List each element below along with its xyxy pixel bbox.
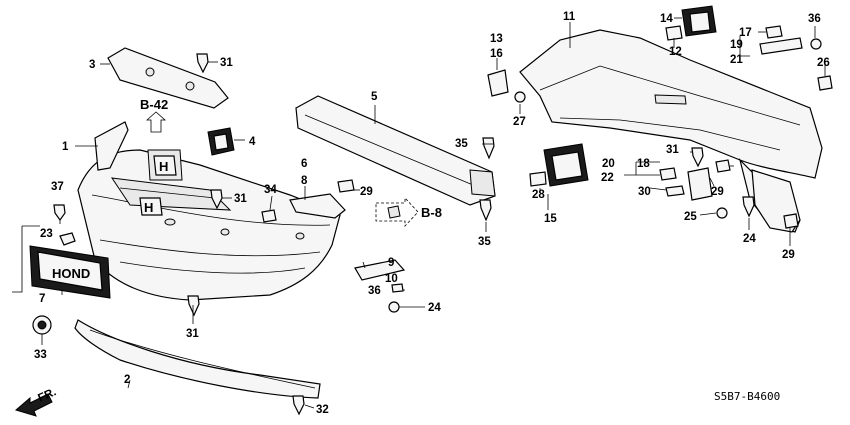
- callout-29-rear: 29: [782, 249, 795, 261]
- callout-31-mid: 31: [234, 193, 247, 205]
- callout-29-mid: 29: [711, 186, 724, 198]
- callout-4: 4: [249, 136, 256, 148]
- part-27: [514, 91, 526, 103]
- front-direction-label: FR.: [36, 386, 58, 404]
- callout-21: 21: [730, 54, 743, 66]
- front-emblem: H: [147, 149, 183, 181]
- callout-2: 2: [124, 374, 130, 386]
- callout-19: 19: [730, 39, 743, 51]
- rear-bracket-cluster: [687, 167, 713, 201]
- b8-arrow-icon: [375, 196, 419, 228]
- reference-b8: B-8: [421, 205, 442, 220]
- callout-13: 13: [490, 33, 503, 45]
- callout-10: 10: [385, 273, 398, 285]
- callout-25: 25: [684, 211, 697, 223]
- screw-24-rear: [742, 196, 755, 218]
- front-direction-arrow-icon: [14, 393, 53, 417]
- callout-30: 30: [638, 186, 651, 198]
- bracket-15: [543, 143, 589, 187]
- clip-35-upper: [482, 137, 495, 160]
- callout-22: 22: [601, 172, 614, 184]
- screw-36-rear: [810, 38, 822, 50]
- callout-16: 16: [490, 48, 503, 60]
- callout-35-upper: 35: [455, 138, 468, 150]
- callout-24-front: 24: [428, 302, 441, 314]
- callout-32: 32: [316, 404, 329, 416]
- callout-20: 20: [602, 158, 615, 170]
- callout-18: 18: [637, 158, 650, 170]
- side-bracket-6-8: [289, 193, 346, 219]
- clip-31-bottom: [187, 295, 200, 322]
- callout-29-front: 29: [360, 186, 373, 198]
- callout-15: 15: [544, 213, 557, 225]
- clip-23: [59, 232, 76, 246]
- bracket-13-16: [487, 69, 509, 97]
- callout-6: 6: [301, 158, 307, 170]
- callout-14: 14: [660, 13, 673, 25]
- callout-31-top: 31: [220, 57, 233, 69]
- part-12: [665, 25, 683, 41]
- screw-24-front: [388, 301, 400, 313]
- part-34-bolt: [261, 209, 277, 223]
- front-bumper-face: H: [77, 149, 341, 301]
- callout-17: 17: [739, 27, 752, 39]
- callout-3: 3: [89, 59, 95, 71]
- callout-8: 8: [301, 175, 308, 187]
- clip-29-rear-a: [715, 159, 731, 173]
- clip-31-top: [196, 53, 209, 74]
- part-33-fastener: [32, 315, 52, 335]
- clip-35-lower: [479, 199, 492, 222]
- clip-37: [53, 204, 66, 222]
- svg-text:H: H: [144, 200, 153, 215]
- part-14-bracket: [681, 5, 717, 37]
- svg-text:HOND: HOND: [52, 266, 90, 281]
- front-bumper-beam: [295, 95, 496, 206]
- callout-9: 9: [388, 257, 394, 269]
- clip-18: [659, 167, 677, 181]
- clip-31-mid: [210, 189, 223, 210]
- part-28: [529, 171, 547, 187]
- callout-7: 7: [39, 293, 45, 305]
- callout-33: 33: [34, 349, 47, 361]
- part-17: [765, 25, 783, 39]
- callout-36-front: 36: [368, 285, 381, 297]
- callout-36-rear: 36: [808, 13, 821, 25]
- callout-5: 5: [371, 91, 378, 103]
- svg-text:H: H: [159, 159, 168, 174]
- clip-29-front: [337, 179, 355, 193]
- bolt-26: [817, 75, 833, 91]
- clip-32: [292, 395, 305, 416]
- side-spacer-9-10: [354, 259, 406, 281]
- callout-labels: 1 2 3 4 5 6 7 8 9 10 11 12 13 14 15 16 1…: [34, 11, 830, 416]
- diagram-code: S5B7-B4600: [714, 390, 780, 403]
- front-bumper-upper-arm: [94, 121, 129, 171]
- upper-beam-bracket: [107, 47, 229, 109]
- callout-34: 34: [264, 184, 277, 196]
- reference-b42: B-42: [140, 97, 168, 112]
- callout-1: 1: [62, 141, 69, 153]
- callout-27: 27: [513, 116, 526, 128]
- part-4-bracket: [207, 127, 235, 156]
- callout-12: 12: [669, 46, 682, 58]
- callout-23: 23: [40, 228, 53, 240]
- clip-29-rear-b: [783, 213, 799, 229]
- part-30: [665, 185, 685, 197]
- clip-31-rear: [691, 147, 704, 168]
- strip-19-21: [759, 37, 803, 55]
- callout-31-rear: 31: [666, 144, 679, 156]
- callout-31-bottom: 31: [186, 328, 199, 340]
- callout-11: 11: [563, 11, 576, 23]
- screw-36-front: [391, 283, 404, 293]
- callout-35-lower: 35: [478, 236, 491, 248]
- front-spoiler-strip: [74, 319, 321, 399]
- screw-25: [716, 207, 728, 219]
- callout-24-rear: 24: [743, 233, 756, 245]
- b42-arrow-icon: [145, 111, 167, 133]
- callout-26: 26: [817, 57, 830, 69]
- callout-37: 37: [51, 181, 64, 193]
- callout-28: 28: [532, 189, 545, 201]
- leader-lines: [12, 17, 826, 409]
- license-plate-bracket: HOND: [29, 245, 111, 299]
